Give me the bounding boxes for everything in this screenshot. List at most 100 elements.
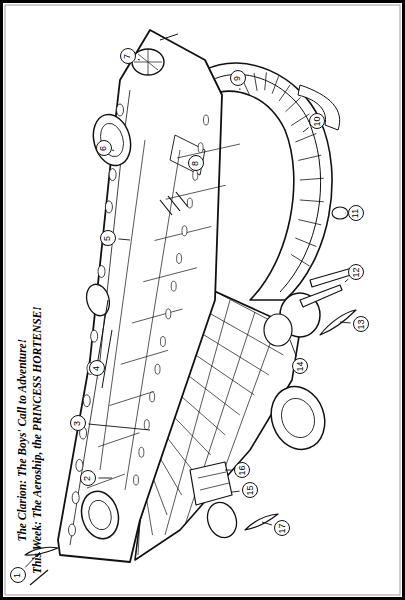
ring-rib [300, 178, 324, 180]
hull-strut [192, 353, 254, 395]
callout-number: 1 [13, 572, 22, 577]
porthole [117, 104, 124, 116]
engine-pod [97, 121, 127, 160]
gun-barrel [310, 268, 354, 287]
deck-marking [160, 192, 188, 215]
leader-line [303, 127, 309, 132]
leader-line [345, 279, 348, 282]
porthole [198, 143, 203, 153]
callout-circle [349, 265, 364, 280]
leader-line [340, 322, 351, 323]
porthole [105, 201, 112, 213]
ring-rib [295, 133, 316, 142]
leader-line [345, 213, 347, 214]
ring-rib [279, 85, 290, 101]
callout-number: 10 [312, 116, 321, 126]
hull-strut [153, 478, 167, 515]
callout-circle [189, 156, 204, 171]
porthole [177, 253, 182, 263]
callout-circle [293, 359, 308, 374]
callout-number: 2 [83, 475, 92, 480]
callout-number: 9 [233, 75, 242, 80]
porthole [72, 492, 79, 504]
leader-line [232, 491, 240, 493]
leader-line [98, 378, 99, 379]
callout-circle [310, 114, 325, 129]
ring-rib [291, 254, 309, 266]
callout-circle [90, 361, 105, 376]
hull-strut [160, 457, 182, 495]
callout-number: 15 [245, 485, 254, 495]
deck-panel [121, 350, 168, 364]
porthole [150, 392, 155, 402]
callout-number: 4 [92, 365, 101, 370]
porthole [69, 524, 76, 536]
callout-circle [121, 49, 136, 64]
leader-line [138, 59, 140, 61]
ring-rib [265, 72, 267, 90]
callout-circle [81, 471, 96, 486]
porthole [160, 337, 165, 347]
hull-strut [186, 374, 240, 415]
ring-frame [298, 85, 340, 130]
callout-number: 14 [295, 361, 304, 371]
callout-number: 6 [99, 145, 108, 150]
leader-line [112, 150, 114, 152]
dome-frame [134, 49, 162, 75]
engine-pod [276, 394, 320, 443]
callout-number: 13 [356, 319, 365, 329]
inner-frame [5, 5, 400, 595]
porthole [109, 169, 116, 181]
leader-line [225, 470, 232, 471]
ring-rib [298, 220, 321, 225]
engine-pod [83, 282, 113, 319]
leader-line [118, 239, 130, 240]
porthole [182, 226, 187, 236]
engine-pod [263, 379, 334, 457]
turret [264, 314, 292, 346]
porthole [193, 170, 198, 180]
ring-rib [300, 200, 324, 202]
porthole [139, 447, 144, 457]
ring-rib [272, 76, 278, 93]
porthole [83, 395, 90, 407]
leader-line [290, 340, 296, 356]
engine-pod [85, 498, 114, 533]
leader-line [99, 478, 113, 479]
hull-strut [199, 332, 269, 375]
engine-pod [88, 110, 136, 170]
callout-circle [231, 71, 246, 86]
deck-panel [132, 309, 183, 323]
callout-number: 11 [352, 208, 361, 217]
callout-circle [235, 463, 250, 478]
leader-line [262, 522, 272, 525]
hull-strut [147, 499, 153, 535]
propeller [245, 514, 278, 530]
callout-circle [101, 231, 116, 246]
hull-strut [173, 415, 211, 455]
callout-circle [243, 483, 258, 498]
porthole [98, 266, 105, 278]
callout-circle [11, 568, 26, 583]
gun-barrel [300, 285, 342, 307]
deck-panel [155, 227, 212, 241]
propeller [320, 310, 356, 335]
deck-panel [143, 268, 197, 282]
signal-lamp [332, 207, 348, 219]
ring-rib [298, 155, 321, 160]
callout-circle [354, 317, 369, 332]
deck-panel [166, 185, 226, 199]
callout-number: 16 [237, 465, 246, 475]
callout-number: 5 [103, 235, 112, 240]
observation-dome [132, 49, 164, 75]
callout-number: 12 [351, 267, 360, 277]
porthole [144, 420, 149, 430]
ring-rib [254, 73, 257, 91]
callout-circle [71, 416, 86, 431]
callout-number: 7 [123, 53, 132, 58]
callout-circle [275, 521, 290, 536]
leader-line [200, 172, 201, 174]
